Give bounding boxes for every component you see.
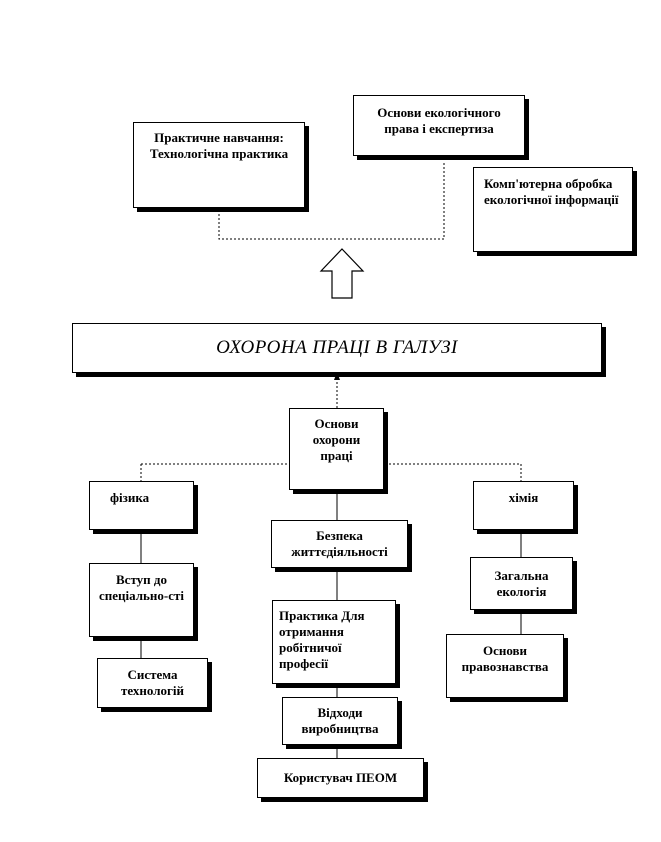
practice-profession-box: Практика Для отримання робітничої профес…: [272, 600, 396, 684]
life-safety-box: Безпека життєдіяльності: [271, 520, 408, 568]
tech-system-box: Система технологій: [97, 658, 208, 708]
general-ecology-label: Загальна екологія: [494, 567, 549, 599]
main-title: ОХОРОНА ПРАЦІ В ГАЛУЗІ: [216, 337, 458, 358]
main-title-box: ОХОРОНА ПРАЦІ В ГАЛУЗІ: [72, 323, 602, 373]
pc-user-box: Користувач ПЕОМ: [257, 758, 424, 798]
pc-user-label: Користувач ПЕОМ: [283, 770, 398, 785]
physics-label: фізика: [110, 490, 150, 505]
practical-training-label: Практичне навчання: Технологічна практик…: [149, 130, 289, 161]
intro-specialty-box: Вступ до спеціально-сті: [89, 563, 194, 637]
computer-processing-box: Комп'ютерна обробка екологічної інформац…: [473, 167, 633, 252]
tech-system-label: Система технологій: [120, 667, 184, 698]
law-basics-label: Основи правознавства: [461, 643, 549, 674]
computer-processing-label: Комп'ютерна обробка екологічної інформац…: [484, 176, 619, 207]
production-waste-label: Відходи виробництва: [301, 705, 379, 736]
ecology-law-label: Основи екологічного права і експертиза: [377, 105, 501, 136]
ecology-law-box: Основи екологічного права і експертиза: [353, 95, 525, 156]
law-basics-box: Основи правознавства: [446, 634, 564, 698]
intro-specialty-label: Вступ до спеціально-сті: [98, 572, 184, 603]
hollow-up-arrow: [319, 248, 365, 299]
labor-basics-label: Основи охорони праці: [312, 416, 361, 463]
general-ecology-box: Загальна екологія: [470, 557, 573, 610]
production-waste-box: Відходи виробництва: [282, 697, 398, 745]
practice-profession-label: Практика Для отримання робітничої профес…: [279, 608, 365, 671]
practical-training-box: Практичне навчання: Технологічна практик…: [133, 122, 305, 208]
top-dotted-connector: [219, 162, 444, 239]
chemistry-box: хімія: [473, 481, 574, 530]
labor-basics-box: Основи охорони праці: [289, 408, 384, 490]
life-safety-label: Безпека життєдіяльності: [291, 528, 388, 559]
physics-box: фізика: [89, 481, 194, 530]
chemistry-label: хімія: [508, 490, 539, 505]
small-arrowhead: [334, 372, 340, 380]
